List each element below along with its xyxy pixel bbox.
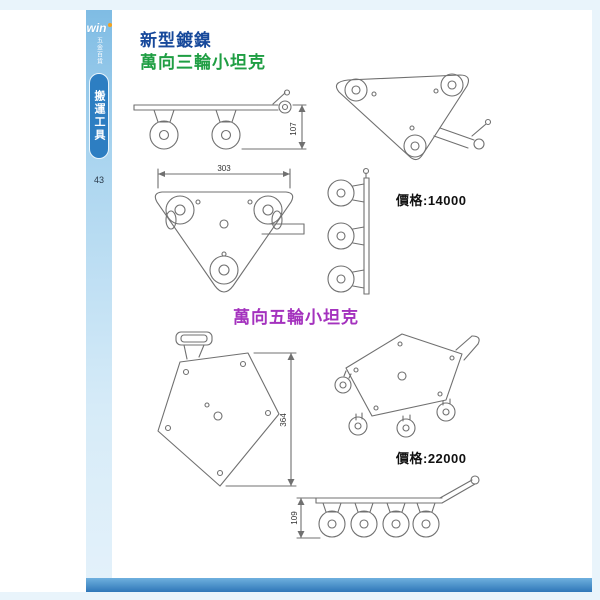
five-wheel-section-title: 萬向五輪小坦克	[233, 308, 359, 327]
sidebar: win 五金百貨 搬運工具 43	[86, 10, 112, 578]
header-subtitle: 新型鍍鎳	[140, 31, 212, 50]
drawing-three-wheel-side-view-vertical	[327, 167, 370, 295]
dimension-label-303: 303	[217, 164, 231, 173]
brand-logo-text: win	[86, 21, 107, 35]
dimension-label-364: 364	[279, 413, 288, 427]
brand-logo: win	[87, 22, 112, 34]
header-title: 萬向三輪小坦克	[140, 53, 266, 73]
section-header: 新型鍍鎳 萬向三輪小坦克	[140, 30, 266, 74]
drawing-five-wheel-perspective-view	[334, 333, 480, 438]
drawing-five-wheel-top-view: 364	[157, 331, 297, 487]
drawing-five-wheel-side-view: 109	[290, 475, 480, 539]
category-tab: 搬運工具	[89, 73, 109, 159]
drawing-three-wheel-top-view-large: 303	[154, 164, 305, 293]
drawing-three-wheel-top-view	[335, 73, 492, 161]
logo-dot-icon	[107, 23, 112, 27]
drawing-three-wheel-side-view: 107	[133, 89, 307, 150]
catalog-page: win 五金百貨 搬運工具 43 新型鍍鎳 萬向三輪小坦克 萬向五輪小坦克 價格…	[0, 10, 592, 592]
brand-logo-subtext: 五金百貨	[95, 37, 102, 65]
bottom-bar	[86, 578, 592, 592]
category-label: 搬運工具	[93, 90, 105, 142]
dimension-label-109: 109	[290, 511, 299, 525]
page-number: 43	[93, 175, 104, 185]
three-wheel-price: 價格:14000	[396, 193, 467, 208]
dimension-label-107: 107	[289, 122, 298, 136]
five-wheel-price: 價格:22000	[396, 451, 467, 466]
